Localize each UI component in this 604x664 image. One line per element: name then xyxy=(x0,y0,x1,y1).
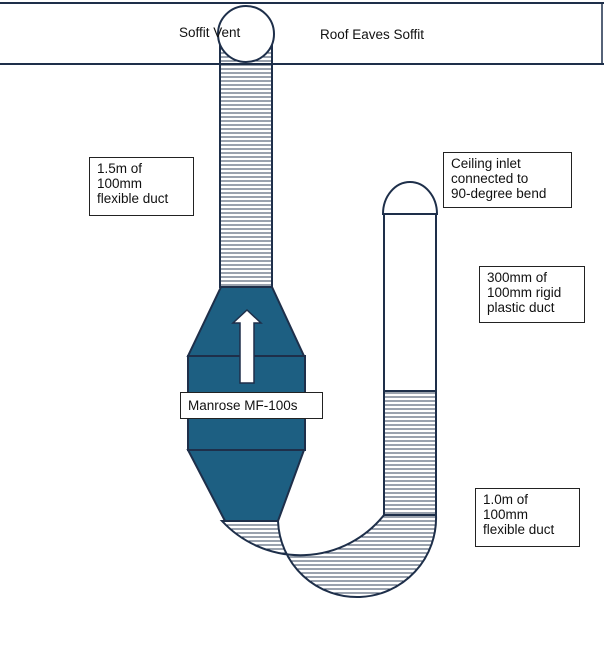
rigid-plastic-duct xyxy=(383,213,437,392)
ceiling-inlet-bend xyxy=(381,181,439,215)
roof-eaves-soffit-label: Roof Eaves Soffit xyxy=(320,27,424,42)
flexible-duct-u-bend xyxy=(219,390,438,598)
ceiling-inlet-callout: Ceiling inlet connected to 90-degree ben… xyxy=(443,152,572,208)
soffit-vent-label: Soffit Vent xyxy=(179,25,241,40)
flexible-duct-top xyxy=(219,39,273,288)
flexible-duct-bottom-callout: 1.0m of 100mm flexible duct xyxy=(475,488,580,547)
fan-bottom-reducer xyxy=(186,449,306,522)
flexible-duct-top-callout: 1.5m of 100mm flexible duct xyxy=(89,157,194,216)
rigid-duct-callout: 300mm of 100mm rigid plastic duct xyxy=(479,266,585,323)
up-arrow-icon xyxy=(231,308,263,384)
soffit-vent xyxy=(217,5,275,63)
fan-model-label: Manrose MF-100s xyxy=(180,392,323,419)
